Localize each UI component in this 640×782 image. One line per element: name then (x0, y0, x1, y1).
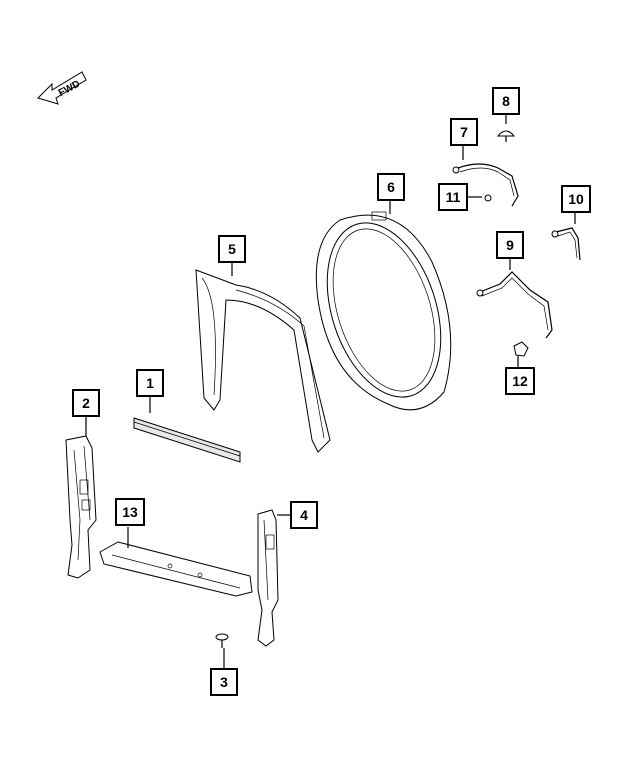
part-2-left-side-seal (65, 413, 97, 579)
callout-1: 1 (136, 369, 164, 397)
callout-2: 2 (72, 389, 100, 417)
part-6-fan-shroud (315, 200, 452, 411)
callout-13: 13 (115, 498, 145, 526)
callout-9: 9 (496, 231, 524, 259)
callout-8: 8 (492, 87, 520, 115)
callout-5: 5 (218, 235, 246, 263)
part-7-bracket (452, 145, 519, 207)
callout-7: 7 (450, 118, 478, 146)
part-9-harness (476, 257, 553, 339)
part-12-nut (513, 341, 529, 368)
part-5-lower-shroud (195, 261, 331, 453)
part-8-clip (496, 113, 516, 142)
fwd-arrow-icon: FWD (37, 71, 87, 105)
callout-6: 6 (377, 173, 405, 201)
fwd-label: FWD (57, 79, 82, 99)
callout-4: 4 (290, 501, 318, 529)
callout-10: 10 (561, 185, 591, 213)
part-3-push-pin (215, 633, 229, 668)
callout-3: 3 (210, 668, 238, 696)
part-10-hose (551, 212, 581, 261)
part-13-air-deflector (99, 527, 253, 597)
callout-11: 11 (438, 183, 468, 211)
part-11-screw (468, 194, 492, 202)
part-4-right-side-seal (257, 509, 290, 647)
callout-12: 12 (505, 367, 535, 395)
part-1-seal-strip (133, 393, 241, 463)
